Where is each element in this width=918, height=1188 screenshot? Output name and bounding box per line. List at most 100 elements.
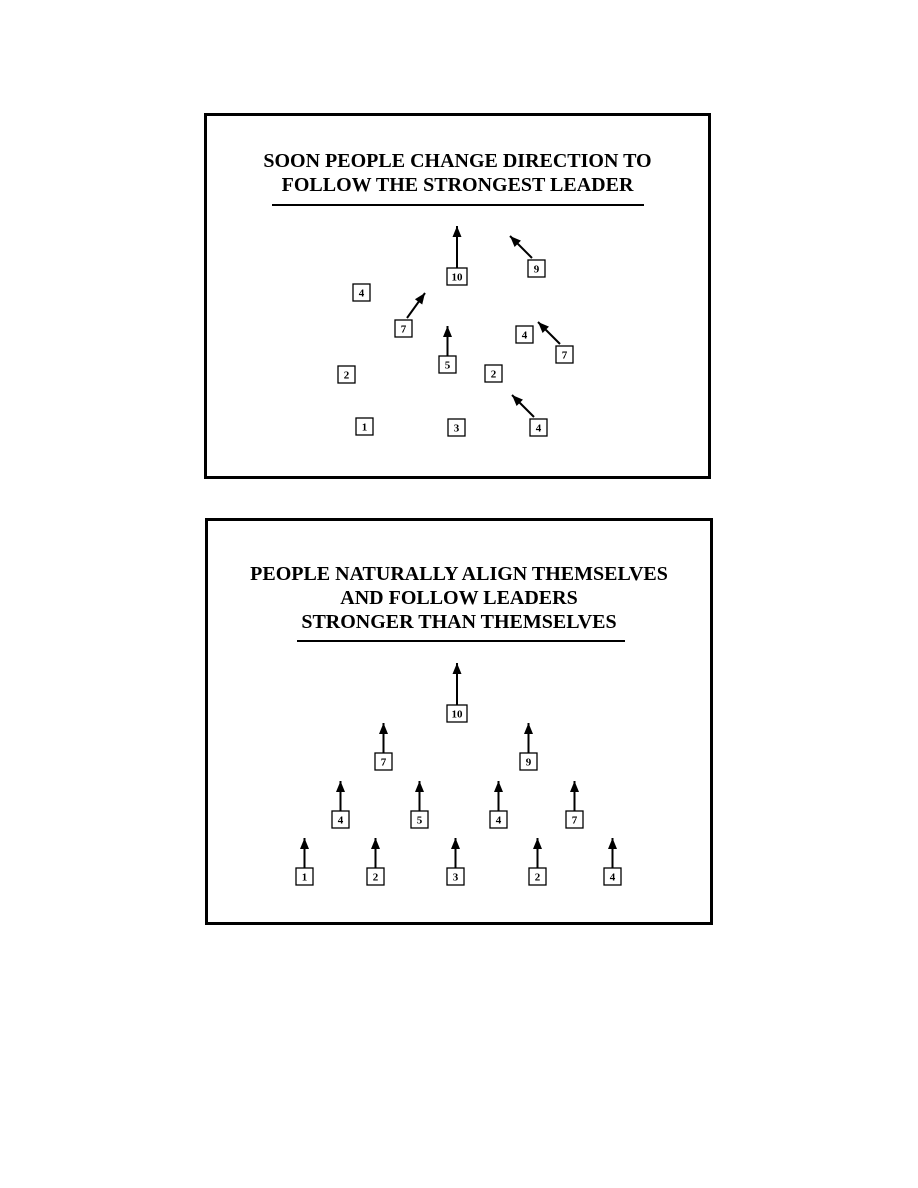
node-label: 4: [338, 815, 344, 827]
node-label: 10: [452, 272, 464, 284]
slide-title: PEOPLE NATURALLY ALIGN THEMSELVES AND FO…: [208, 562, 710, 634]
leader-pyramid-diagram: 10 7 9 4 5 4 7 1 2 3 2 4: [295, 663, 622, 886]
title-underline: [272, 204, 644, 206]
node-label: 2: [344, 370, 350, 382]
node-label: 7: [381, 757, 387, 769]
arrow-head: [452, 663, 462, 674]
arrow-head: [533, 838, 542, 849]
node-2: 2: [528, 838, 547, 886]
node-7: 7: [374, 723, 393, 771]
node-box: [555, 345, 574, 364]
slide-scattered-leaders: SOON PEOPLE CHANGE DIRECTION TO FOLLOW T…: [204, 113, 711, 479]
node-label: 7: [562, 350, 568, 362]
node-label: 2: [491, 369, 497, 381]
leader-diagram: 10 9 4 7 5 4 7 2 2 1 3 4: [337, 226, 574, 437]
node-label: 3: [454, 423, 460, 435]
node-3: 3: [446, 838, 465, 886]
node-1: 1: [355, 417, 374, 436]
node-4: 4: [515, 325, 534, 344]
node-label: 2: [373, 872, 379, 884]
node-box: [352, 283, 371, 302]
node-box: [529, 418, 548, 437]
node-7: 7: [537, 321, 574, 364]
node-3: 3: [447, 418, 466, 437]
node-label: 7: [572, 815, 578, 827]
node-box: [565, 810, 584, 829]
slide-aligned-leaders: PEOPLE NATURALLY ALIGN THEMSELVES AND FO…: [205, 518, 713, 925]
arrow-head: [570, 781, 579, 792]
node-box: [394, 319, 413, 338]
title-line: SOON PEOPLE CHANGE DIRECTION TO: [263, 150, 652, 172]
arrow-head: [608, 838, 617, 849]
arrow-head: [512, 395, 523, 406]
arrow-head: [415, 781, 424, 792]
node-box: [528, 867, 547, 886]
node-box: [527, 259, 546, 278]
node-label: 4: [536, 423, 542, 435]
arrow-head: [524, 723, 533, 734]
slide-title: SOON PEOPLE CHANGE DIRECTION TO FOLLOW T…: [207, 149, 708, 197]
node-label: 4: [496, 815, 502, 827]
node-box: [446, 704, 468, 723]
node-box: [366, 867, 385, 886]
node-10: 10: [446, 663, 468, 723]
node-label: 1: [302, 872, 308, 884]
node-2: 2: [337, 365, 356, 384]
node-4: 4: [603, 838, 622, 886]
node-label: 9: [526, 757, 532, 769]
title-line: PEOPLE NATURALLY ALIGN THEMSELVES: [250, 563, 668, 585]
node-label: 9: [534, 264, 540, 276]
node-label: 4: [359, 288, 365, 300]
arrow-head: [494, 781, 503, 792]
node-box: [331, 810, 350, 829]
node-5: 5: [410, 781, 429, 829]
node-label: 1: [362, 422, 368, 434]
node-box: [519, 752, 538, 771]
node-label: 5: [417, 815, 423, 827]
node-box: [447, 418, 466, 437]
node-label: 10: [452, 709, 464, 721]
node-7: 7: [565, 781, 584, 829]
node-1: 1: [295, 838, 314, 886]
title-line: STRONGER THAN THEMSELVES: [301, 611, 617, 633]
title-line: FOLLOW THE STRONGEST LEADER: [281, 174, 634, 196]
arrow-head: [371, 838, 380, 849]
arrow-head: [510, 236, 521, 247]
node-box: [515, 325, 534, 344]
node-4: 4: [489, 781, 508, 829]
node-label: 2: [535, 872, 541, 884]
node-box: [484, 364, 503, 383]
node-2: 2: [366, 838, 385, 886]
node-7: 7: [394, 292, 426, 338]
arrow-head: [443, 326, 452, 337]
node-box: [374, 752, 393, 771]
node-label: 4: [522, 330, 528, 342]
node-2: 2: [484, 364, 503, 383]
node-box: [446, 267, 468, 286]
node-box: [438, 355, 457, 374]
arrow-head: [451, 838, 460, 849]
node-4: 4: [331, 781, 350, 829]
node-box: [337, 365, 356, 384]
arrow-head: [336, 781, 345, 792]
node-box: [603, 867, 622, 886]
node-box: [489, 810, 508, 829]
node-5: 5: [438, 326, 457, 374]
node-box: [295, 867, 314, 886]
arrow-head: [414, 293, 425, 305]
node-10: 10: [446, 226, 468, 286]
node-9: 9: [519, 723, 538, 771]
node-label: 5: [445, 360, 451, 372]
node-box: [410, 810, 429, 829]
arrow-head: [379, 723, 388, 734]
arrow-head: [452, 226, 462, 237]
node-4: 4: [352, 283, 371, 302]
node-box: [355, 417, 374, 436]
arrow-head: [538, 322, 549, 333]
node-label: 7: [401, 324, 407, 336]
node-box: [446, 867, 465, 886]
title-line: AND FOLLOW LEADERS: [340, 587, 578, 609]
node-label: 3: [453, 872, 459, 884]
node-9: 9: [509, 235, 546, 278]
node-label: 4: [610, 872, 616, 884]
